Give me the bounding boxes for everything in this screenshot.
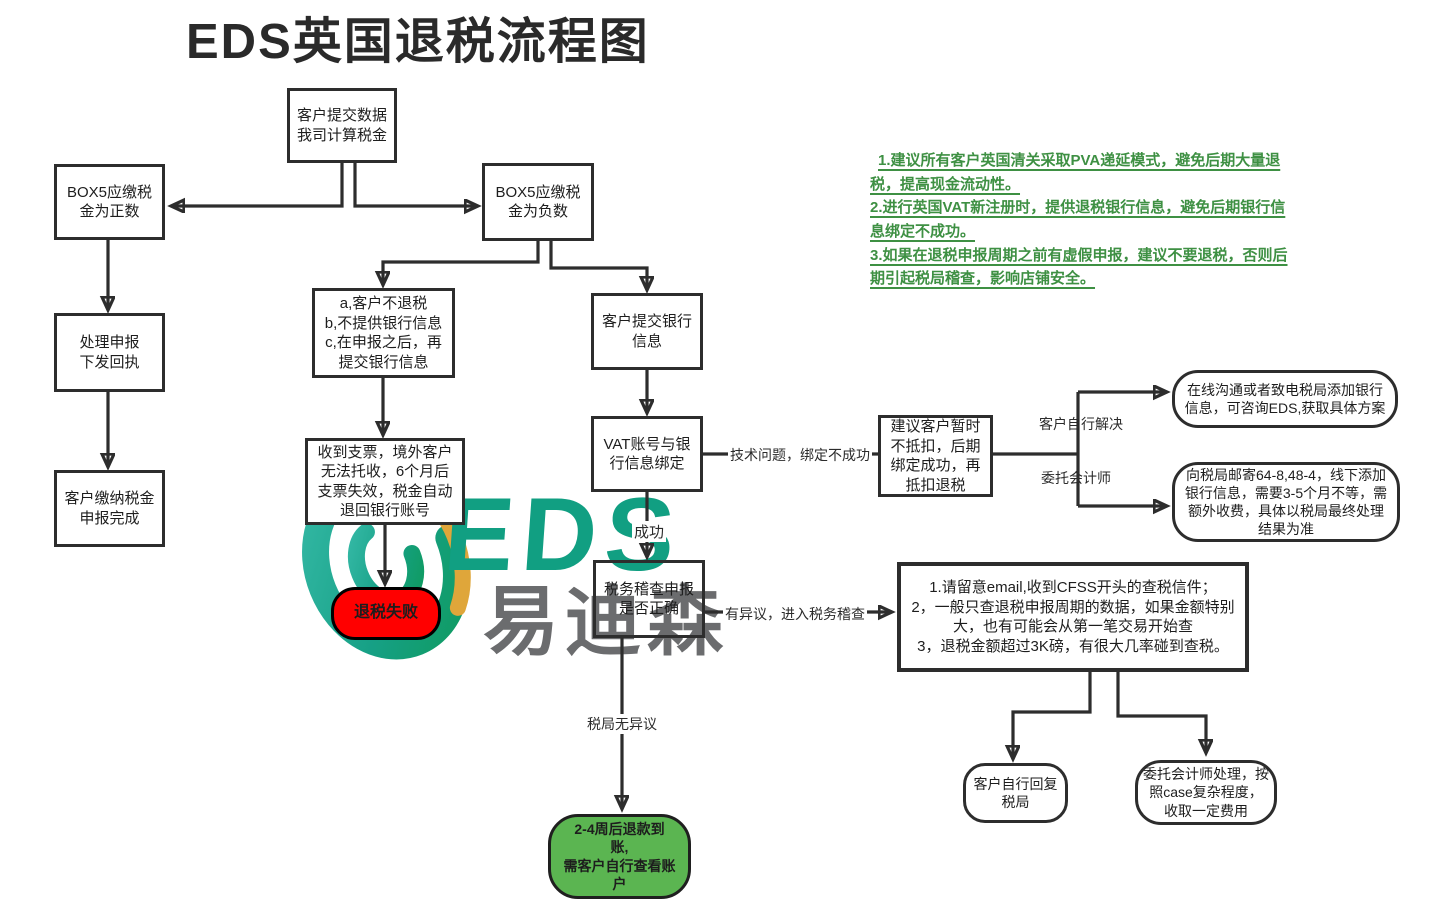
node-box5-positive: BOX5应缴税 金为正数: [54, 164, 165, 240]
notes-block: 1.建议所有客户英国清关采取PVA递延模式，避免后期大量退 税，提高现金流动性。…: [870, 149, 1288, 291]
node-no-refund-cases: a,客户不退税 b,不提供银行信息 c,在申报之后，再 提交银行信息: [312, 288, 455, 378]
node-cheque-expire: 收到支票，境外客户 无法托收，6个月后 支票失效，税金自动 退回银行账号: [305, 438, 465, 525]
note-line: 3.如果在退税申报周期之前有虚假申报，建议不要退税，否则后: [870, 246, 1288, 264]
node-tax-audit-check: 税务稽查申报 是否正确: [593, 560, 705, 638]
edge-label-success: 成功: [632, 521, 667, 542]
edge-label-objection: 有异议，进入税务稽查: [723, 604, 867, 624]
note-line: 1.建议所有客户英国清关采取PVA递延模式，避免后期大量退: [878, 152, 1281, 169]
edge-label-self-solve: 客户自行解决: [1039, 416, 1123, 432]
node-suggest-no-deduct: 建议客户暂时 不抵扣，后期 绑定成功，再 抵扣退税: [878, 415, 993, 497]
edge-label-tech-issue: 技术问题，绑定不成功: [728, 445, 872, 465]
node-hire-accountant: 委托会计师处理，按 照case复杂程度， 收取一定费用: [1135, 760, 1277, 825]
edge-notice-to-accountant: [1116, 672, 1206, 752]
node-box5-negative: BOX5应缴税 金为负数: [482, 163, 594, 241]
node-submit-data: 客户提交数据 我司计算税金: [287, 88, 397, 163]
edge-notice-to-selfreply: [1013, 672, 1092, 758]
edge-submitdata-to-positive: [172, 163, 344, 206]
node-process-declare: 处理申报 下发回执: [54, 313, 165, 392]
node-submit-bank: 客户提交银行 信息: [591, 293, 703, 370]
note-line: 税，提高现金流动性。: [870, 175, 1021, 193]
edge-negative-to-norefund: [383, 241, 540, 284]
node-vat-bind: VAT账号与银 行信息绑定: [591, 416, 703, 492]
note-line: 2.进行英国VAT新注册时，提供退税银行信息，避免后期银行信: [870, 199, 1286, 217]
node-pay-tax-done: 客户缴纳税金 申报完成: [54, 470, 165, 547]
node-mail-forms: 向税局邮寄64-8,48-4，线下添加 银行信息，需要3-5个月不等，需 额外收…: [1172, 462, 1400, 542]
edge-label-no-objection: 税局无异议: [585, 714, 659, 734]
note-line: 期引起税局稽查，影响店铺安全。: [870, 270, 1096, 288]
edge-label-entrust-accountant: 委托会计师: [1041, 470, 1111, 486]
node-refund-arrive: 2-4周后退款到 账, 需客户自行查看账 户: [548, 814, 691, 899]
node-refund-fail: 退税失败: [331, 587, 441, 640]
edge-negative-to-submitbank: [549, 241, 647, 289]
node-audit-notice: 1.请留意email,收到CFSS开头的查税信件； 2，一般只查退税申报周期的数…: [897, 562, 1249, 672]
edge-submitdata-to-negative: [353, 163, 477, 206]
page-title: EDS英国退税流程图: [186, 15, 650, 69]
note-line: 息绑定不成功。: [870, 223, 976, 241]
node-self-reply: 客户自行回复 税局: [963, 763, 1068, 823]
node-online-add-bank: 在线沟通或者致电税局添加银行 信息，可咨询EDS,获取具体方案: [1172, 370, 1398, 428]
